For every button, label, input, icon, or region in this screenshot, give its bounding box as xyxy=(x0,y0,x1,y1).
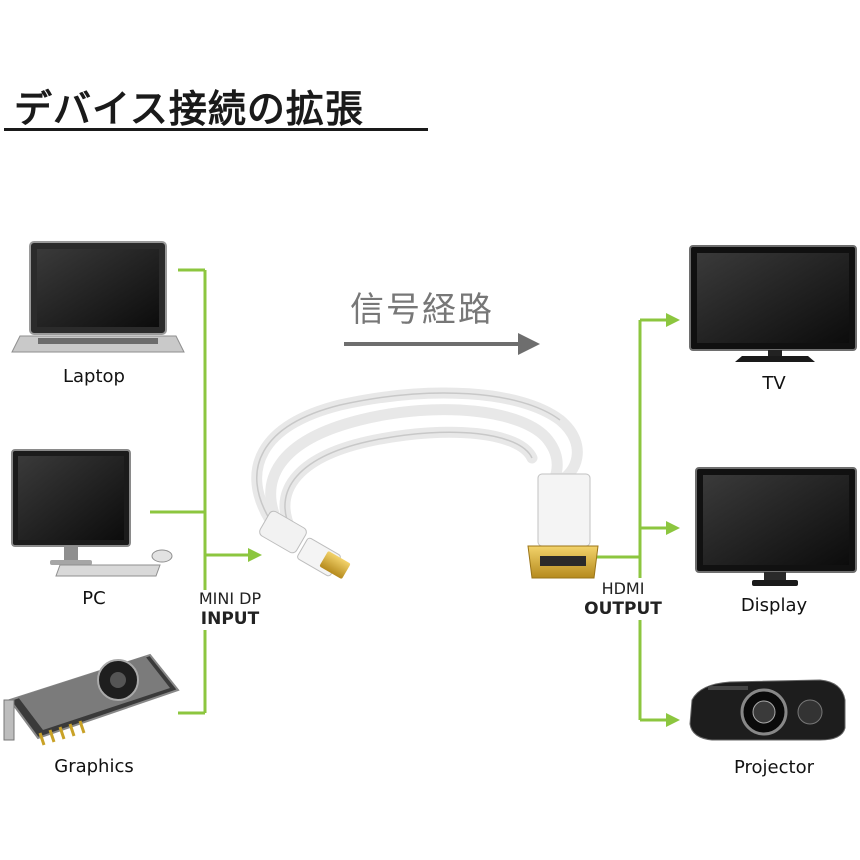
desktop-pc-icon xyxy=(11,449,173,577)
page-title: デバイス接続の拡張 xyxy=(14,87,364,131)
monitor-icon xyxy=(695,467,857,586)
source-label-graphics: Graphics xyxy=(54,756,134,777)
signal-arrow xyxy=(344,333,540,355)
input-port-type: MINI DP xyxy=(198,589,262,608)
input-port-label: MINI DP INPUT xyxy=(172,589,288,629)
cable-icon xyxy=(251,387,599,579)
output-port-direction: OUTPUT xyxy=(584,599,662,619)
target-label-tv: TV xyxy=(762,373,786,394)
output-port-label: HDMI OUTPUT xyxy=(568,579,678,619)
output-port-type: HDMI xyxy=(601,579,645,598)
projector-icon xyxy=(689,679,846,741)
output-arrowheads xyxy=(666,313,680,727)
input-arrowhead xyxy=(248,548,262,562)
graphics-card-icon xyxy=(3,653,180,746)
target-label-projector: Projector xyxy=(734,757,814,778)
signal-path-label: 信号経路 xyxy=(350,290,494,330)
target-label-display: Display xyxy=(740,595,808,616)
input-port-direction: INPUT xyxy=(200,609,260,629)
laptop-icon xyxy=(11,241,185,353)
input-connector-lines xyxy=(150,268,250,715)
output-connector-lines xyxy=(588,318,668,722)
source-label-laptop: Laptop xyxy=(63,366,125,387)
title-underline xyxy=(4,128,428,131)
tv-icon xyxy=(689,245,857,362)
source-label-pc: PC xyxy=(82,588,106,609)
